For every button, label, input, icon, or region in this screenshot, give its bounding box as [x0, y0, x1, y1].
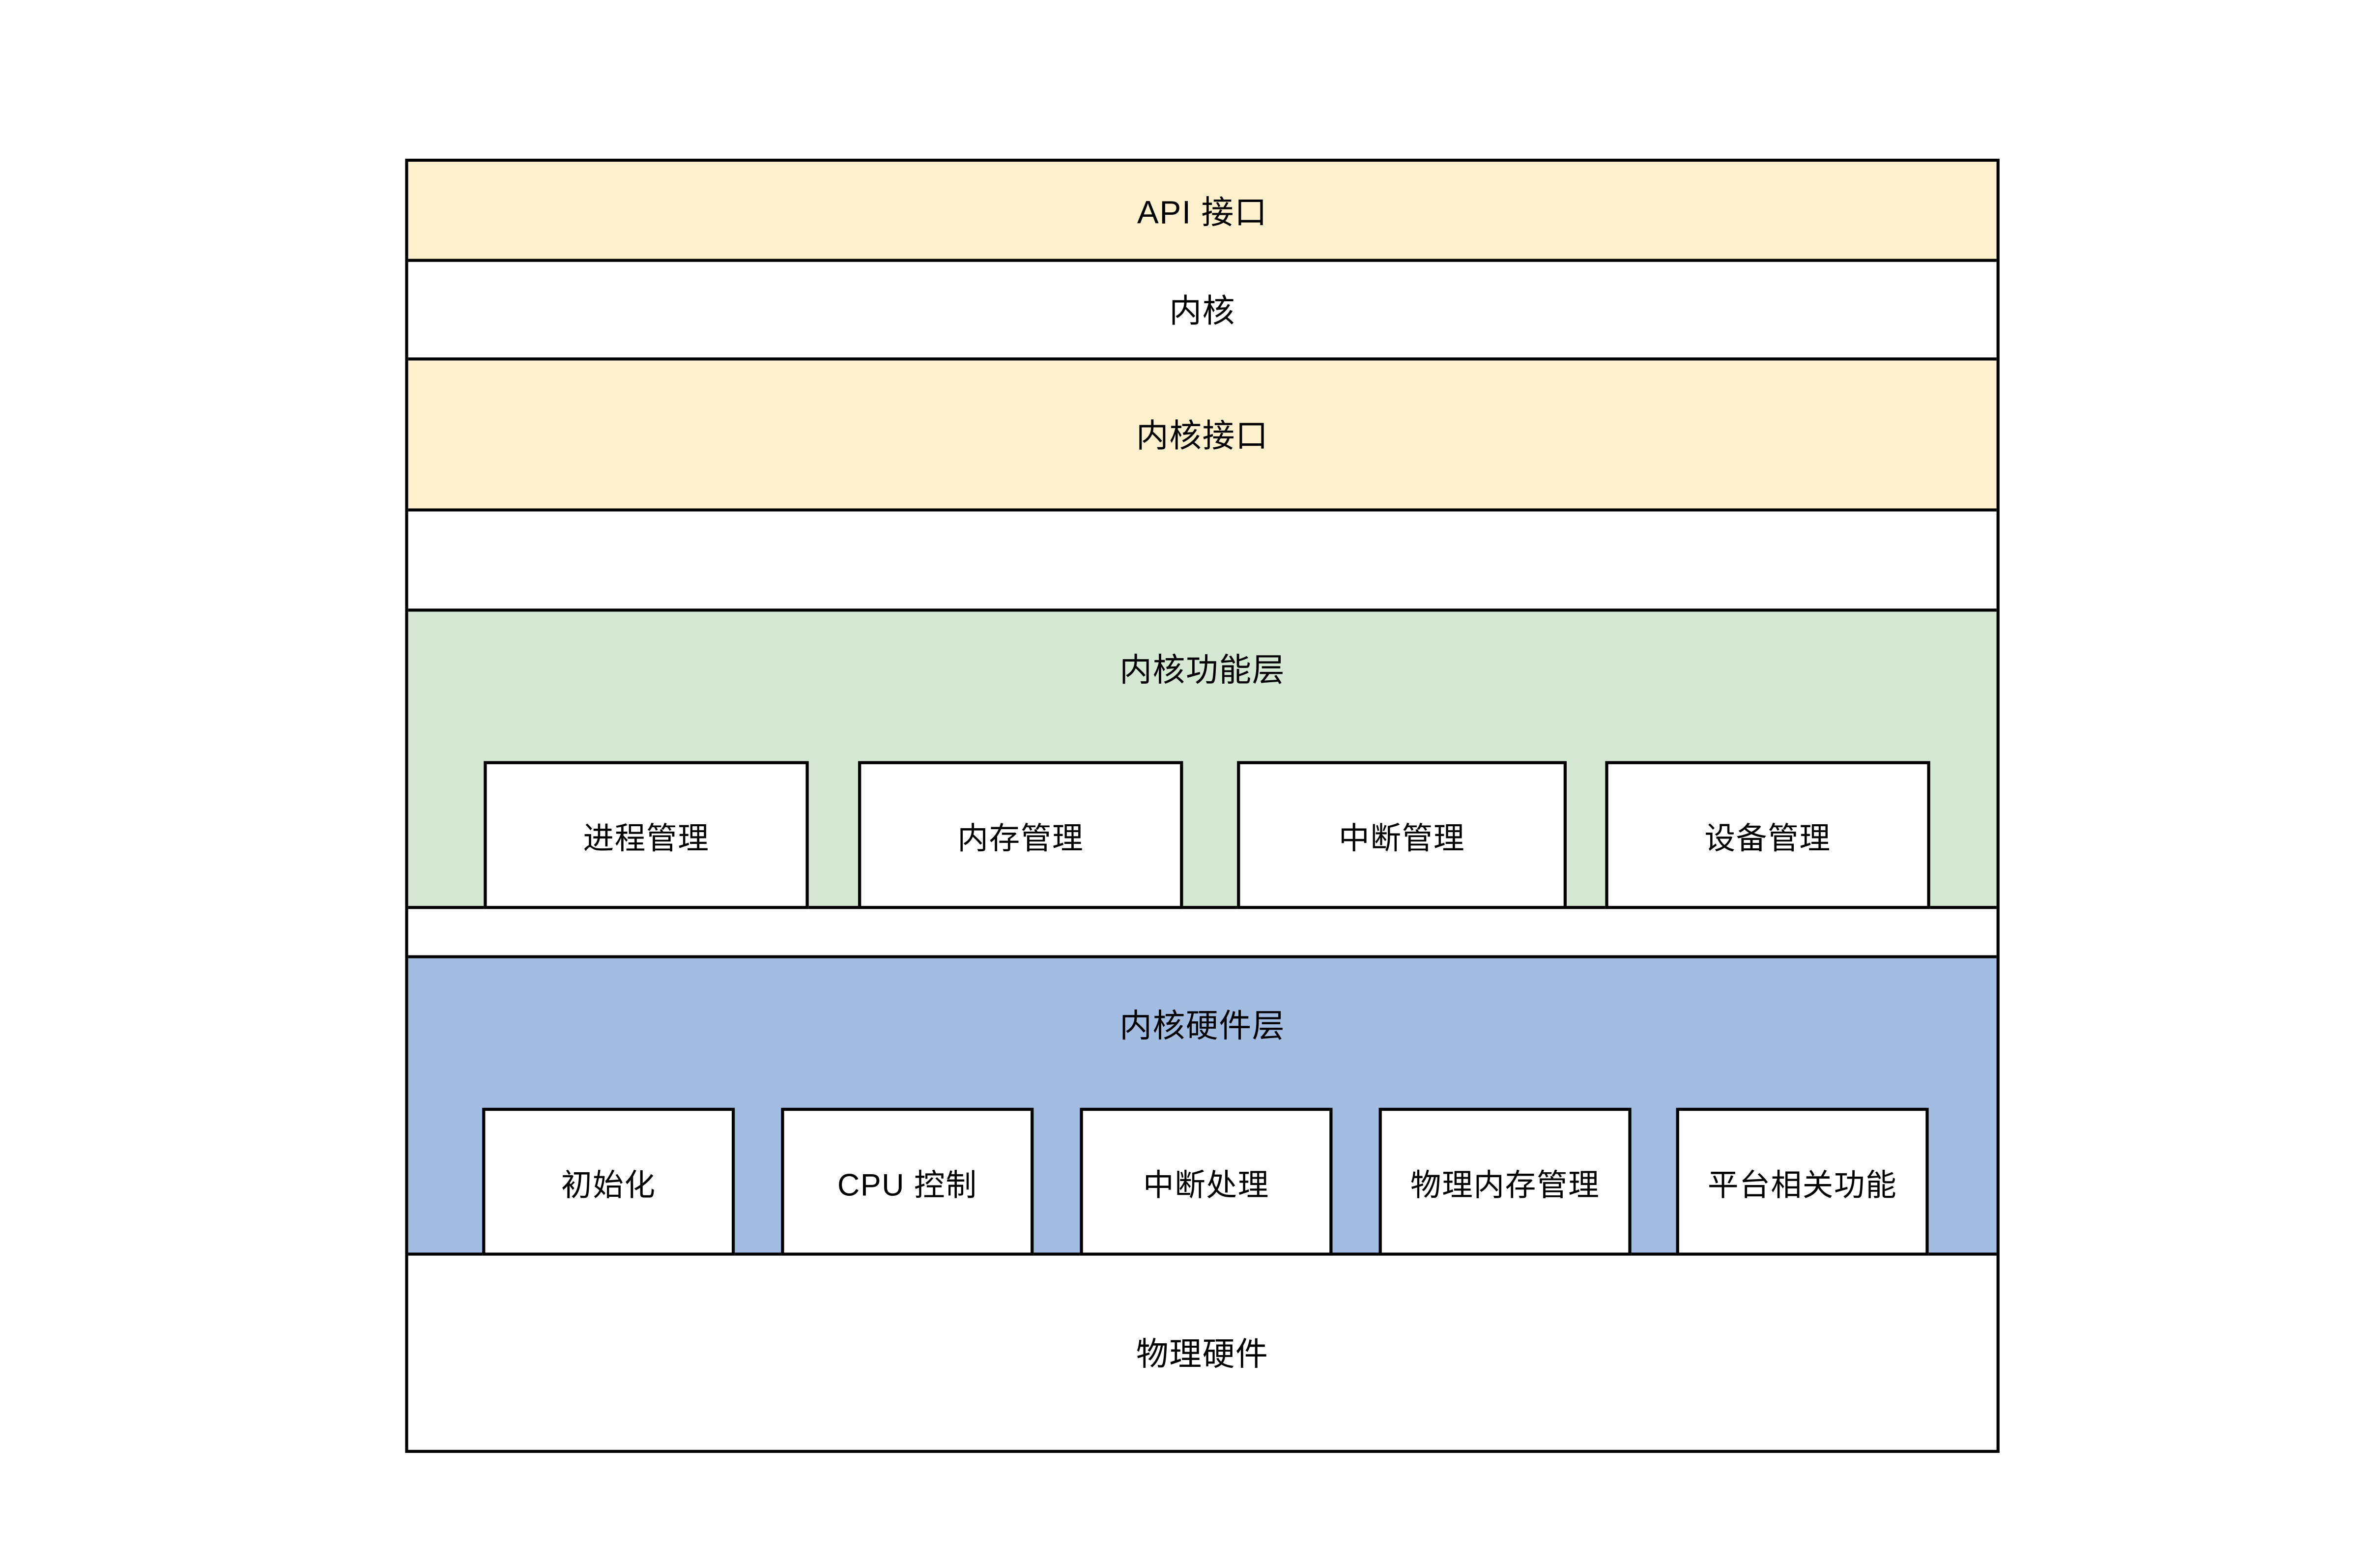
- layer-kernel-function: 内核功能层 进程管理 内存管理 中断管理 设备管理: [408, 611, 1997, 909]
- layer-physical-hardware-label: 物理硬件: [1136, 1337, 1269, 1373]
- layer-kernel-function-label: 内核功能层: [1119, 653, 1286, 689]
- module-initialization: 初始化: [482, 1107, 735, 1256]
- layer-kernel-hardware-label: 内核硬件层: [1119, 1009, 1286, 1045]
- module-process-management: 进程管理: [484, 761, 809, 909]
- module-memory-management: 内存管理: [858, 761, 1183, 909]
- layer-kernel-interface: 内核接口: [408, 360, 1997, 512]
- kernel-architecture-diagram: API 接口 内核 内核接口 内核功能层 进程管理 内存管理 中断管理 设备管理: [405, 158, 2000, 1453]
- layer-spacer-middle: [408, 909, 1997, 958]
- module-interrupt-management: 中断管理: [1237, 761, 1567, 909]
- layer-kernel: 内核: [408, 261, 1997, 361]
- layer-spacer-top: [408, 511, 1997, 612]
- layer-kernel-label: 内核: [1169, 294, 1236, 330]
- module-cpu-control: CPU 控制: [781, 1107, 1034, 1256]
- module-physical-memory-management: 物理内存管理: [1378, 1107, 1632, 1256]
- layer-kernel-interface-label: 内核接口: [1136, 419, 1269, 455]
- layer-kernel-hardware: 内核硬件层 初始化 CPU 控制 中断处理 物理内存管理 平台相关功能: [408, 958, 1997, 1256]
- layer-api-interface-label: API 接口: [1137, 195, 1268, 231]
- layer-api-interface: API 接口: [408, 162, 1997, 262]
- module-interrupt-handling: 中断处理: [1080, 1107, 1333, 1256]
- module-platform-functions: 平台相关功能: [1676, 1107, 1929, 1256]
- module-device-management: 设备管理: [1605, 761, 1930, 909]
- layer-physical-hardware: 物理硬件: [408, 1255, 1997, 1450]
